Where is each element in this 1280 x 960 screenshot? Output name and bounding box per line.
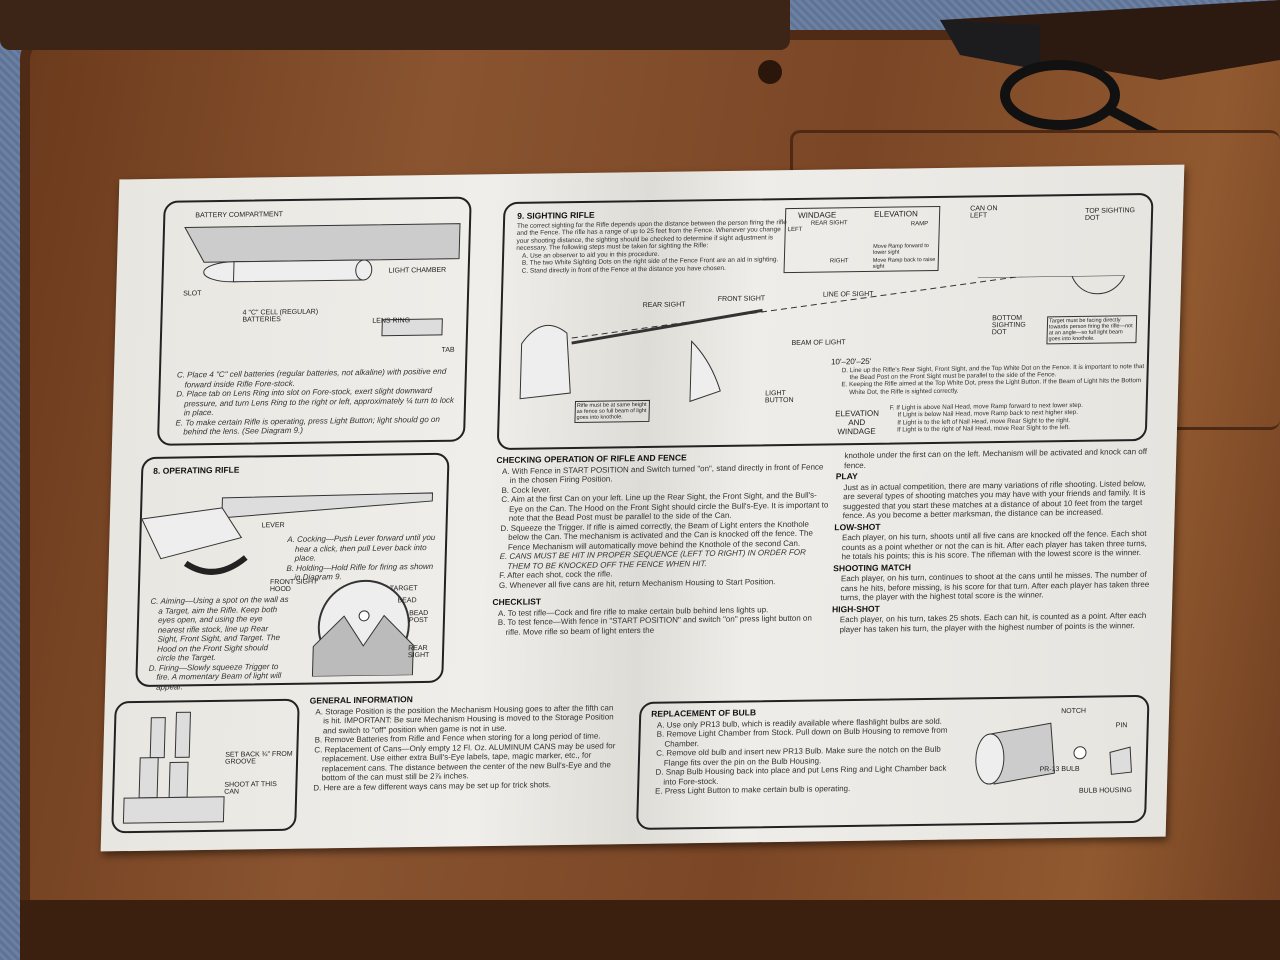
label: LIGHT CHAMBER: [388, 266, 447, 275]
label: BEAD POST: [408, 609, 429, 625]
play-text: Just as in actual competition, there are…: [842, 478, 1147, 521]
intro: The correct sighting for the Rifle depen…: [516, 218, 787, 252]
game-text: Each player, on his turn, continues to s…: [840, 569, 1150, 603]
game-text: Each player, on his turn, shoots until a…: [841, 528, 1148, 562]
step: D. Firing—Slowly squeeze Trigger to fire…: [148, 661, 282, 692]
label: FRONT SIGHT: [717, 295, 766, 304]
label: BATTERY COMPARTMENT: [195, 211, 284, 220]
battery-panel: BATTERY COMPARTMENT SLOT LIGHT CHAMBER 4…: [156, 196, 472, 446]
step: D. Place tab on Lens Ring into slot on F…: [176, 385, 455, 418]
distance-label: 10'–20'–25': [830, 356, 872, 367]
step: C. Aiming—Using a spot on the wall as a …: [150, 594, 289, 663]
label: Move Ramp forward to lower sight: [872, 243, 929, 256]
step: E. To make certain Rifle is operating, p…: [175, 414, 441, 437]
label: BEAM OF LIGHT: [791, 339, 846, 347]
step: C. Replacement of Cans—Only empty 12 Fl.…: [314, 740, 616, 783]
checklist-continued: knothole under the first can on the left…: [843, 446, 1148, 470]
label: 4 "C" CELL (REGULAR) BATTERIES: [242, 308, 319, 324]
step: B. To test fence—With fence in "START PO…: [497, 613, 813, 637]
label: SHOOT AT THIS CAN: [224, 781, 277, 796]
fence-note: Target must be facing directly towards p…: [1046, 315, 1138, 345]
operating-panel: 8. OPERATING RIFLE LEVER FRONT SIGHT HOO…: [135, 452, 450, 691]
label: RAMP: [910, 221, 929, 228]
label: LINE OF SIGHT: [822, 290, 874, 299]
sighting-diagram: [519, 275, 1128, 403]
sighting-panel: 9. SIGHTING RIFLE The correct sighting f…: [496, 192, 1154, 451]
trick-shot-panel: SET BACK ¾" FROM GROOVE SHOOT AT THIS CA…: [111, 698, 300, 834]
label: Move Ramp back to raise sight: [872, 257, 936, 270]
step: A. Storage Position is the position the …: [315, 702, 614, 735]
label: LEFT: [787, 226, 803, 234]
windage-elevation-inset: WINDAGE ELEVATION LEFT REAR SIGHT RIGHT …: [783, 205, 941, 274]
label: REAR SIGHT: [810, 220, 848, 227]
label: PR-13 BULB: [1039, 765, 1080, 774]
instruction-sheet: BATTERY COMPARTMENT SLOT LIGHT CHAMBER 4…: [100, 164, 1185, 852]
label: LENS RING: [372, 317, 411, 325]
label: NOTCH: [1061, 707, 1087, 716]
label: LEVER: [261, 521, 285, 530]
label: TAB: [441, 346, 455, 354]
label: PIN: [1115, 722, 1128, 730]
label: SET BACK ¾" FROM GROOVE: [224, 750, 293, 766]
table-hole: [758, 60, 782, 84]
game-text: Each player, on his turn, takes 25 shots…: [839, 610, 1147, 634]
label: RIGHT: [829, 258, 849, 265]
label: BULB HOUSING: [1078, 787, 1132, 795]
height-note: Rifle must be at same height as fence so…: [574, 399, 651, 423]
bulb-panel: REPLACEMENT OF BULB A. Use only PR13 bul…: [636, 694, 1150, 830]
label: BEAD: [397, 597, 417, 605]
table-edge: [20, 900, 1280, 960]
label: TOP SIGHTING DOT: [1084, 207, 1136, 222]
section-title: 8. OPERATING RIFLE: [153, 464, 240, 476]
elevation-windage-label: ELEVATION AND WINDAGE: [835, 408, 880, 437]
label: SLOT: [183, 290, 202, 298]
step: B. Holding—Hold Rifle for firing as show…: [286, 561, 434, 582]
rifle-case: [0, 0, 790, 50]
rifle-diagram: [141, 492, 434, 678]
label: CAN ON LEFT: [969, 205, 998, 220]
bulb-diagram: [975, 722, 1132, 785]
toy-rifle: [940, 0, 1280, 130]
battery-diagram: [184, 223, 461, 337]
cans-diagram: [122, 711, 225, 824]
label: TARGET: [389, 585, 418, 593]
label: REAR SIGHT: [642, 301, 686, 310]
windage-title: WINDAGE: [797, 210, 837, 220]
label: BOTTOM SIGHTING DOT: [991, 314, 1026, 337]
label: LIGHT BUTTON: [764, 390, 794, 405]
elevation-title: ELEVATION: [873, 209, 918, 219]
step: A. Cocking—Push Lever forward until you …: [287, 532, 436, 563]
label: REAR SIGHT: [407, 644, 430, 660]
